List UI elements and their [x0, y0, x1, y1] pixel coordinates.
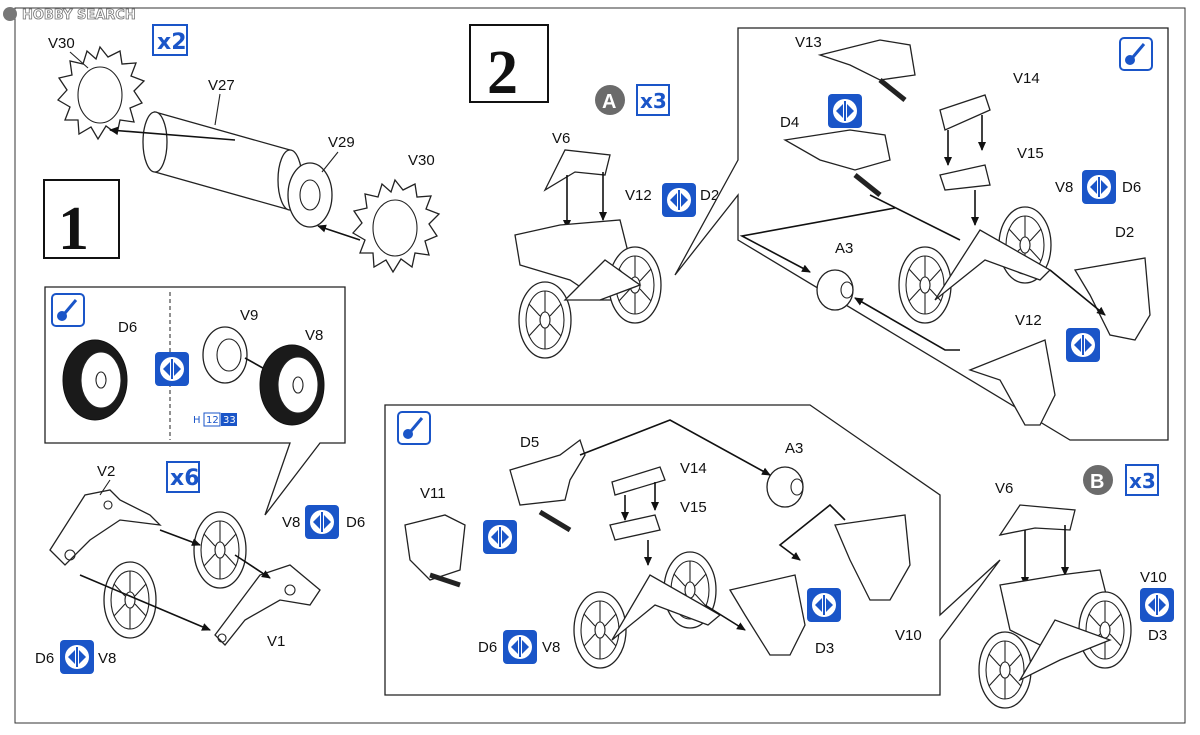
paint-code: H 12 33 [193, 412, 237, 427]
label-v8-right: V8 [282, 514, 300, 531]
symmetry-arrows-icon [1139, 587, 1175, 623]
svg-text:H: H [193, 415, 201, 426]
label-v8-bottom: V8 [98, 650, 116, 667]
label-b-v10: V10 [1140, 569, 1167, 586]
label-da-d2: D2 [1115, 224, 1134, 241]
paint-brush-icon [1118, 36, 1154, 72]
part-a3-detail-b [766, 466, 804, 508]
svg-text:33: 33 [223, 415, 236, 426]
part-a3-detail-a [816, 269, 854, 311]
detail-b-callout: D5 V14 A3 V11 V15 D6 [384, 404, 1001, 696]
suspension-arm-v2 [49, 489, 162, 566]
road-wheel-right [193, 511, 247, 589]
symmetry-arrows-icon [1065, 327, 1101, 363]
multiplier-x6-badge: x6 [166, 461, 200, 493]
symmetry-arrows-icon [806, 587, 842, 623]
label-a-v6: V6 [552, 130, 570, 147]
symmetry-arrows-icon [59, 639, 95, 675]
label-v8-inset: V8 [305, 327, 323, 344]
svg-text:x2: x2 [157, 30, 187, 55]
symmetry-arrows-icon [154, 351, 190, 387]
svg-text:A: A [602, 91, 616, 113]
label-d6-inset: D6 [118, 319, 137, 336]
label-v9: V9 [240, 307, 258, 324]
svg-text:x3: x3 [1129, 469, 1156, 493]
label-a-d2: D2 [700, 187, 719, 204]
label-db-d5: D5 [520, 434, 539, 451]
label-da-a3: A3 [835, 240, 853, 257]
step-2: 2 A x3 V6 V12 D2 V13 [384, 24, 1175, 709]
label-db-d3: D3 [815, 640, 834, 657]
paint-brush-icon [396, 410, 432, 446]
label-da-v13: V13 [795, 34, 822, 51]
step-1: 1 x2 V30 V27 V29 V30 [35, 24, 440, 675]
svg-text:x6: x6 [170, 466, 200, 491]
watermark: HOBBY SEARCH [3, 7, 136, 23]
multiplier-x2-badge: x2 [152, 24, 188, 56]
hub-v29 [287, 162, 333, 228]
svg-text:B: B [1090, 471, 1104, 493]
variant-a-badge: A x3 [595, 84, 670, 116]
label-v2: V2 [97, 463, 115, 480]
road-wheel-left [103, 561, 157, 639]
label-a-v12: V12 [625, 187, 652, 204]
step-1-number: 1 [58, 195, 89, 263]
wheel-paint-inset: D6 V9 V8 H 12 33 [44, 286, 346, 516]
label-da-v8: V8 [1055, 179, 1073, 196]
label-d6-right: D6 [346, 514, 365, 531]
assembly-variant-a: V6 V12 D2 [514, 130, 719, 359]
label-db-v15: V15 [680, 499, 707, 516]
wheel-v8-painted [259, 344, 325, 426]
step-2-box [469, 24, 549, 103]
label-db-v10: V10 [895, 627, 922, 644]
label-db-v14: V14 [680, 460, 707, 477]
label-da-v15: V15 [1017, 145, 1044, 162]
label-da-d4: D4 [780, 114, 799, 131]
symmetry-arrows-icon [1081, 169, 1117, 205]
sprocket-v30-bottom [352, 179, 440, 273]
label-db-v8: V8 [542, 639, 560, 656]
symmetry-arrows-icon [827, 93, 863, 129]
label-v30-top: V30 [48, 35, 75, 52]
label-db-a3: A3 [785, 440, 803, 457]
assembly-variant-b: V6 V10 D3 [978, 480, 1175, 709]
svg-text:12: 12 [206, 415, 219, 426]
part-v9 [202, 326, 248, 384]
label-da-d6: D6 [1122, 179, 1141, 196]
label-d6-bottom: D6 [35, 650, 54, 667]
watermark-text: HOBBY SEARCH [22, 8, 136, 23]
label-b-d3: D3 [1148, 627, 1167, 644]
svg-text:x3: x3 [640, 89, 667, 113]
label-db-v11: V11 [420, 485, 446, 502]
drum-v27 [142, 111, 303, 211]
step-2-number: 2 [487, 39, 518, 107]
symmetry-arrows-icon [502, 629, 538, 665]
paint-brush-icon [50, 292, 86, 328]
sprocket-v30-top [57, 46, 145, 140]
step-1-box [43, 179, 120, 259]
wheel-d6-painted [62, 339, 128, 421]
label-v27: V27 [208, 77, 235, 94]
label-v1: V1 [267, 633, 285, 650]
label-v29: V29 [328, 134, 355, 151]
symmetry-arrows-icon [661, 182, 697, 218]
label-b-v6: V6 [995, 480, 1013, 497]
symmetry-arrows-icon [482, 519, 518, 555]
label-da-v12: V12 [1015, 312, 1042, 329]
label-db-d6: D6 [478, 639, 497, 656]
symmetry-arrows-icon [304, 504, 340, 540]
label-v30-bottom: V30 [408, 152, 435, 169]
detail-a-callout: V13 D4 V14 V15 V8 D6 A3 [674, 27, 1169, 441]
variant-b-badge: B x3 [1083, 464, 1159, 496]
label-da-v14: V14 [1013, 70, 1040, 87]
